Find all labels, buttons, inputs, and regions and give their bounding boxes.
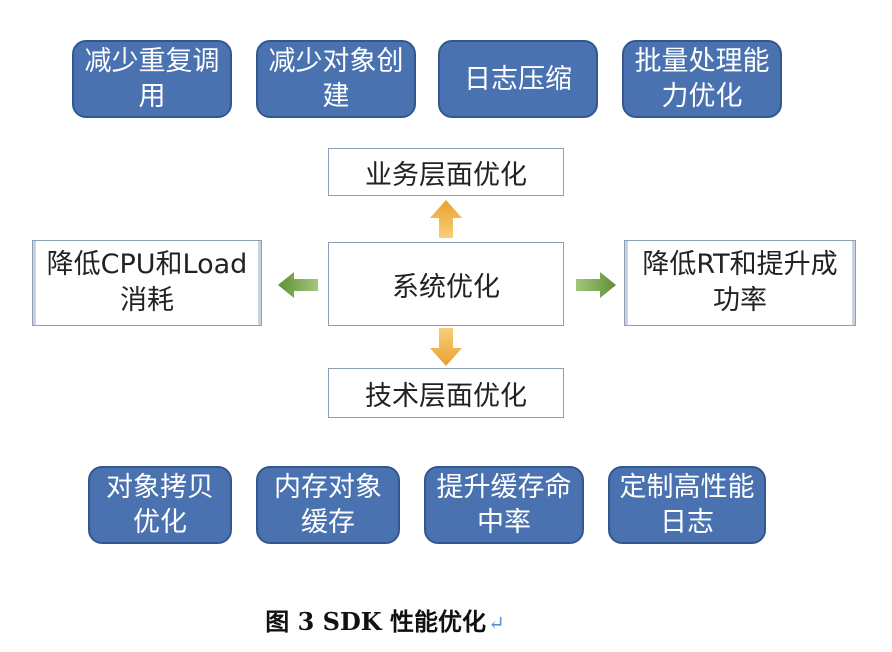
bottom-tile-label: 提升缓存命中率	[436, 472, 572, 538]
figure-caption: 图 3 SDK 性能优化↵	[0, 602, 770, 637]
business-layer-label: 业务层面优化	[365, 159, 527, 191]
top-tile-batch-processing: 批量处理能力优化	[622, 40, 782, 118]
reduce-rt-label: 降低RT和提升成功率	[642, 249, 838, 316]
top-tile-label: 减少重复调用	[84, 46, 220, 112]
top-tile-label: 批量处理能力优化	[634, 46, 770, 112]
arrow-up-icon	[430, 200, 462, 238]
bottom-tile-custom-logging: 定制高性能日志	[608, 466, 766, 544]
bottom-tile-label: 对象拷贝优化	[106, 472, 214, 538]
top-tile-label: 日志压缩	[464, 63, 572, 95]
system-optimization-box: 系统优化	[328, 242, 564, 326]
reduce-rt-box: 降低RT和提升成功率	[624, 240, 856, 326]
system-optimization-label: 系统优化	[392, 271, 500, 303]
bottom-tile-label: 定制高性能日志	[619, 472, 755, 538]
business-layer-box: 业务层面优化	[328, 148, 564, 196]
bottom-tile-label: 内存对象缓存	[274, 472, 382, 538]
arrow-down-icon	[430, 328, 462, 366]
arrow-left-icon	[278, 272, 318, 298]
top-tile-label: 减少对象创建	[268, 46, 404, 112]
bottom-tile-memory-object-cache: 内存对象缓存	[256, 466, 400, 544]
technical-layer-box: 技术层面优化	[328, 368, 564, 418]
top-tile-reduce-repeat-calls: 减少重复调用	[72, 40, 232, 118]
bottom-tile-object-copy: 对象拷贝优化	[88, 466, 232, 544]
technical-layer-label: 技术层面优化	[365, 380, 527, 412]
paragraph-return-mark: ↵	[488, 611, 505, 635]
figure-caption-text: 图 3 SDK 性能优化	[265, 607, 486, 636]
arrow-right-icon	[576, 272, 616, 298]
bottom-tile-cache-hit-rate: 提升缓存命中率	[424, 466, 584, 544]
top-tile-reduce-object-creation: 减少对象创建	[256, 40, 416, 118]
top-tile-log-compression: 日志压缩	[438, 40, 598, 118]
reduce-cpu-load-box: 降低CPU和Load消耗	[32, 240, 262, 326]
reduce-cpu-load-label: 降低CPU和Load消耗	[46, 249, 248, 316]
